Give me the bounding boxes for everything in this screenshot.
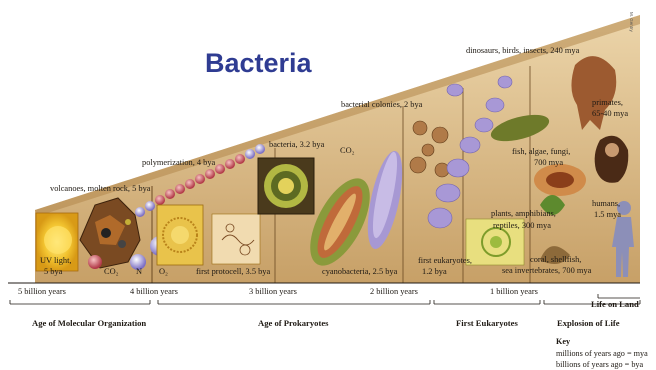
era-prokaryotes: Age of Prokaryotes xyxy=(258,318,328,328)
label-fish-date: 700 mya xyxy=(534,159,563,167)
label-humans-date: 1.5 mya xyxy=(594,211,621,219)
label-co2-bottom: CO₂ xyxy=(104,268,119,276)
label-bacterial-colonies: bacterial colonies, 2 bya xyxy=(341,101,422,109)
key-mya: millions of years ago = mya xyxy=(556,349,648,358)
label-uv-light: UV light, xyxy=(40,257,72,265)
era-explosion-of-life: Explosion of Life xyxy=(557,318,620,328)
label-fish: fish, algae, fungi, xyxy=(512,148,570,156)
key-title: Key xyxy=(556,337,570,346)
axis-label-3b: 3 billion years xyxy=(249,287,297,296)
label-volcanoes: volcanoes, molten rock, 5 bya xyxy=(50,185,150,193)
label-primates-date: 65-40 mya xyxy=(592,110,628,118)
label-cyanobacteria: cyanobacteria, 2.5 bya xyxy=(322,268,397,276)
page-title: Bacteria xyxy=(205,48,312,79)
label-oxygen: O₂ xyxy=(159,268,168,276)
label-coral: coral, shellfish, xyxy=(530,256,581,264)
label-eukaryotes-date: 1.2 bya xyxy=(422,268,447,276)
label-nitrogen: N xyxy=(136,268,142,276)
label-eukaryotes: first eukaryotes, xyxy=(418,257,472,265)
axis-label-5b: 5 billion years xyxy=(18,287,66,296)
illustrator-credit: M. Gentry xyxy=(629,12,634,32)
axis-label-4b: 4 billion years xyxy=(130,287,178,296)
key-bya: billions of years ago = bya xyxy=(556,360,643,369)
label-coral-date: sea invertebrates, 700 mya xyxy=(502,267,591,275)
label-co2-top: CO₂ xyxy=(340,147,355,155)
label-plants: plants, amphibians, xyxy=(491,210,556,218)
label-dinosaurs: dinosaurs, birds, insects, 240 mya xyxy=(466,47,579,55)
label-protocell: first protocell, 3.5 bya xyxy=(196,268,270,276)
label-polymerization: polymerization, 4 bya xyxy=(142,159,215,167)
label-primates: primates, xyxy=(592,99,623,107)
label-bacteria: bacteria, 3.2 bya xyxy=(269,141,324,149)
label-uv-date: 5 bya xyxy=(44,268,62,276)
era-molecular-organization: Age of Molecular Organization xyxy=(32,318,146,328)
label-humans: humans, xyxy=(592,200,620,208)
axis-label-1b: 1 billion years xyxy=(490,287,538,296)
era-first-eukaryotes: First Eukaryotes xyxy=(456,318,518,328)
label-plants-date: reptiles, 300 mya xyxy=(493,222,551,230)
label-life-on-land: Life on Land xyxy=(591,299,639,309)
axis-label-2b: 2 billion years xyxy=(370,287,418,296)
